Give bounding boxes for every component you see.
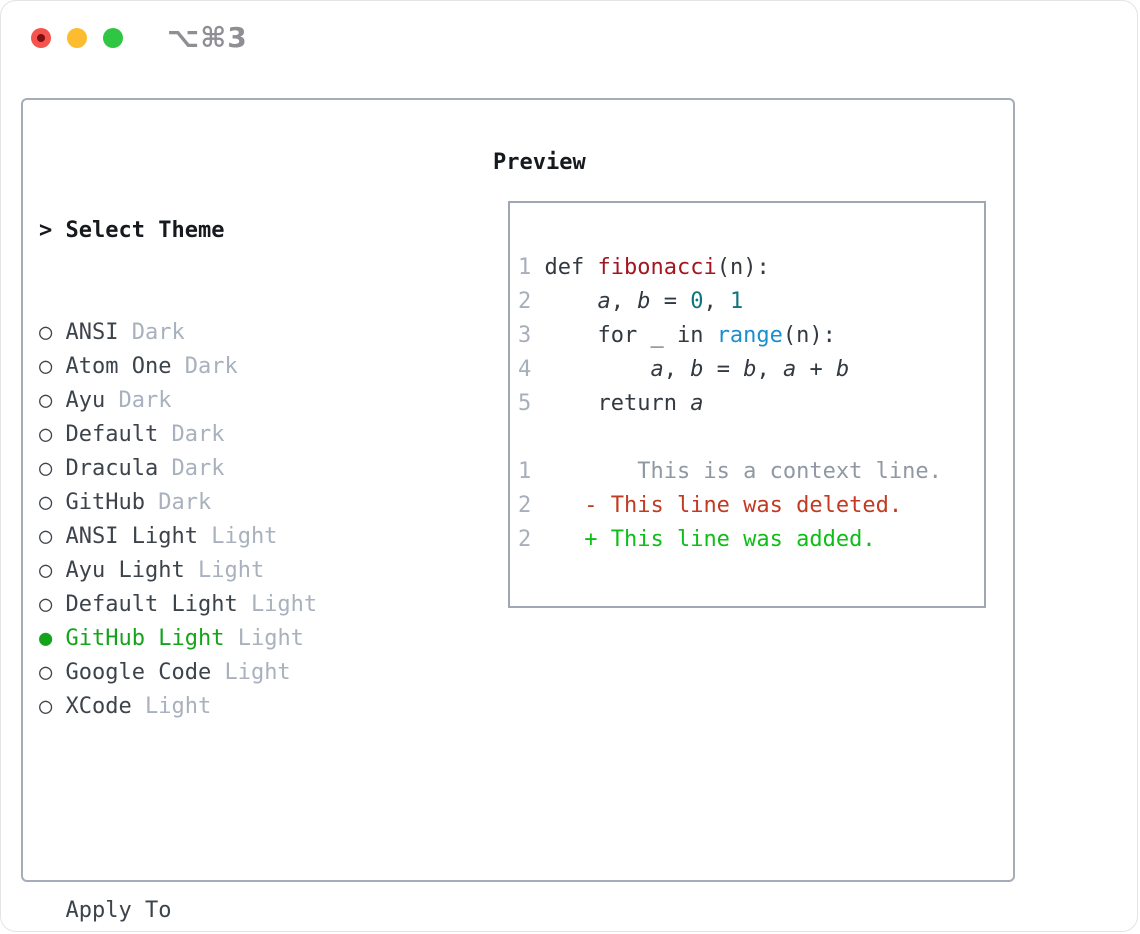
radio-icon: ○	[39, 592, 53, 617]
radio-selected-icon: ●	[39, 626, 53, 651]
cursor-icon: >	[39, 218, 53, 243]
theme-option-ansi-light-light[interactable]: ○ ANSI Light Light	[39, 520, 459, 554]
theme-option-ayu-dark[interactable]: ○ Ayu Dark	[39, 384, 459, 418]
radio-icon: ○	[39, 388, 53, 413]
theme-variant: Light	[237, 626, 304, 651]
theme-variant: Light	[250, 592, 318, 617]
preview-box: 1 def fibonacci(n): 2 a, b = 0, 1 3 for …	[508, 201, 986, 608]
theme-variant: Light	[224, 660, 291, 685]
theme-variant: Dark	[171, 422, 225, 447]
radio-icon: ○	[39, 422, 53, 447]
theme-settings-panel: > Select Theme ○ ANSI Dark○ Atom One Dar…	[21, 98, 1015, 923]
theme-option-ansi-dark[interactable]: ○ ANSI Dark	[39, 316, 459, 350]
traffic-lights	[31, 28, 123, 48]
theme-menu: > Select Theme ○ ANSI Dark○ Atom One Dar…	[39, 146, 459, 934]
theme-name: Atom One	[65, 354, 172, 379]
theme-variant: Dark	[158, 490, 212, 515]
theme-name: ANSI	[65, 320, 119, 345]
spacer	[39, 792, 459, 826]
theme-name: GitHub	[65, 490, 145, 515]
theme-option-xcode-light[interactable]: ○ XCode Light	[39, 690, 459, 724]
radio-icon: ○	[39, 354, 53, 379]
theme-name: Dracula	[65, 456, 159, 481]
theme-name: Ayu Light	[65, 558, 185, 583]
theme-variant: Dark	[118, 388, 172, 413]
theme-name: ANSI Light	[65, 524, 198, 549]
window-title: ⌥⌘3	[167, 21, 248, 54]
theme-option-github-light-light[interactable]: ● GitHub Light Light	[39, 622, 459, 656]
apply-to-header: Apply To	[39, 894, 459, 928]
radio-icon: ○	[39, 490, 53, 515]
theme-variant: Dark	[171, 456, 225, 481]
close-button[interactable]	[31, 28, 51, 48]
radio-icon: ○	[39, 660, 53, 685]
theme-name: XCode	[65, 694, 132, 719]
theme-name: Ayu	[65, 388, 106, 413]
theme-option-github-dark[interactable]: ○ GitHub Dark	[39, 486, 459, 520]
theme-variant: Light	[144, 694, 212, 719]
select-theme-header: > Select Theme	[39, 214, 459, 248]
close-light-dot-icon	[37, 34, 45, 42]
zoom-button[interactable]	[103, 28, 123, 48]
apply-to-label: Apply To	[65, 898, 172, 923]
theme-option-google-code-light[interactable]: ○ Google Code Light	[39, 656, 459, 690]
theme-option-atom-one-dark[interactable]: ○ Atom One Dark	[39, 350, 459, 384]
radio-icon: ○	[39, 524, 53, 549]
theme-name: Default	[65, 422, 159, 447]
theme-options-list: ○ ANSI Dark○ Atom One Dark○ Ayu Dark○ De…	[39, 316, 459, 724]
preview-title: Preview	[493, 150, 586, 175]
select-theme-label: Select Theme	[65, 218, 225, 243]
theme-name: Google Code	[65, 660, 212, 685]
theme-name: GitHub Light	[65, 626, 225, 651]
theme-variant: Light	[211, 524, 278, 549]
minimize-button[interactable]	[67, 28, 87, 48]
theme-variant: Light	[197, 558, 265, 583]
theme-name: Default Light	[65, 592, 238, 617]
titlebar: ⌥⌘3	[1, 1, 1137, 75]
radio-icon: ○	[39, 456, 53, 481]
theme-variant: Dark	[131, 320, 185, 345]
theme-option-ayu-light-light[interactable]: ○ Ayu Light Light	[39, 554, 459, 588]
radio-icon: ○	[39, 558, 53, 583]
theme-option-dracula-dark[interactable]: ○ Dracula Dark	[39, 452, 459, 486]
preview-code: 1 def fibonacci(n): 2 a, b = 0, 1 3 for …	[518, 255, 942, 552]
radio-icon: ○	[39, 320, 53, 345]
theme-option-default-dark[interactable]: ○ Default Dark	[39, 418, 459, 452]
radio-icon: ○	[39, 694, 53, 719]
theme-variant: Dark	[184, 354, 238, 379]
theme-option-default-light-light[interactable]: ○ Default Light Light	[39, 588, 459, 622]
